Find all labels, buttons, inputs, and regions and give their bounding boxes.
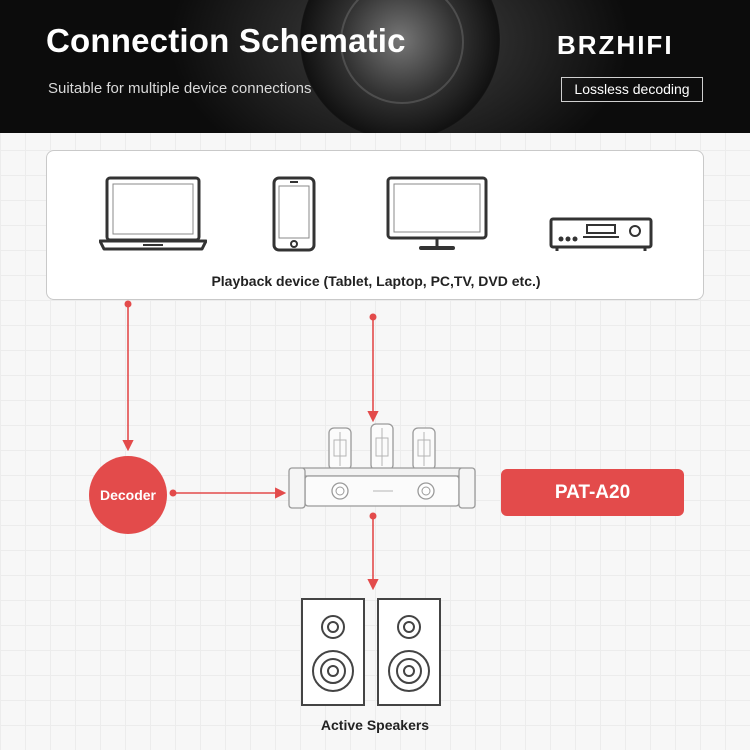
- page-subtitle: Suitable for multiple device connections: [48, 80, 312, 97]
- dvd-player-icon: [549, 217, 653, 251]
- laptop-icon: [99, 176, 207, 251]
- brand-logo: BRZHIFI: [557, 30, 674, 60]
- arrow-amplifier-to-speakers: [367, 512, 379, 591]
- model-label: PAT-A20: [501, 469, 684, 516]
- tube-amplifier-icon: [288, 423, 476, 509]
- page-title: Connection Schematic: [46, 22, 406, 59]
- speaker-right-icon: [377, 598, 441, 706]
- decoder-node: Decoder: [89, 456, 167, 534]
- arrow-playback-to-amplifier: [367, 313, 379, 423]
- speaker-pair-icon: [301, 598, 441, 706]
- speaker-left-icon: [301, 598, 365, 706]
- arrow-playback-to-decoder: [122, 300, 134, 452]
- playback-device-box: Playback device (Tablet, Laptop, PC,TV, …: [46, 150, 704, 300]
- arrow-decoder-to-amplifier: [169, 487, 287, 499]
- header-banner: Connection Schematic Suitable for multip…: [0, 0, 750, 133]
- playback-device-label: Playback device (Tablet, Laptop, PC,TV, …: [211, 273, 541, 289]
- speakers-label: Active Speakers: [320, 717, 430, 733]
- header-decoration-ring: [340, 0, 464, 104]
- monitor-icon: [386, 176, 488, 250]
- feature-badge: Lossless decoding: [561, 77, 703, 102]
- phone-icon: [272, 176, 316, 252]
